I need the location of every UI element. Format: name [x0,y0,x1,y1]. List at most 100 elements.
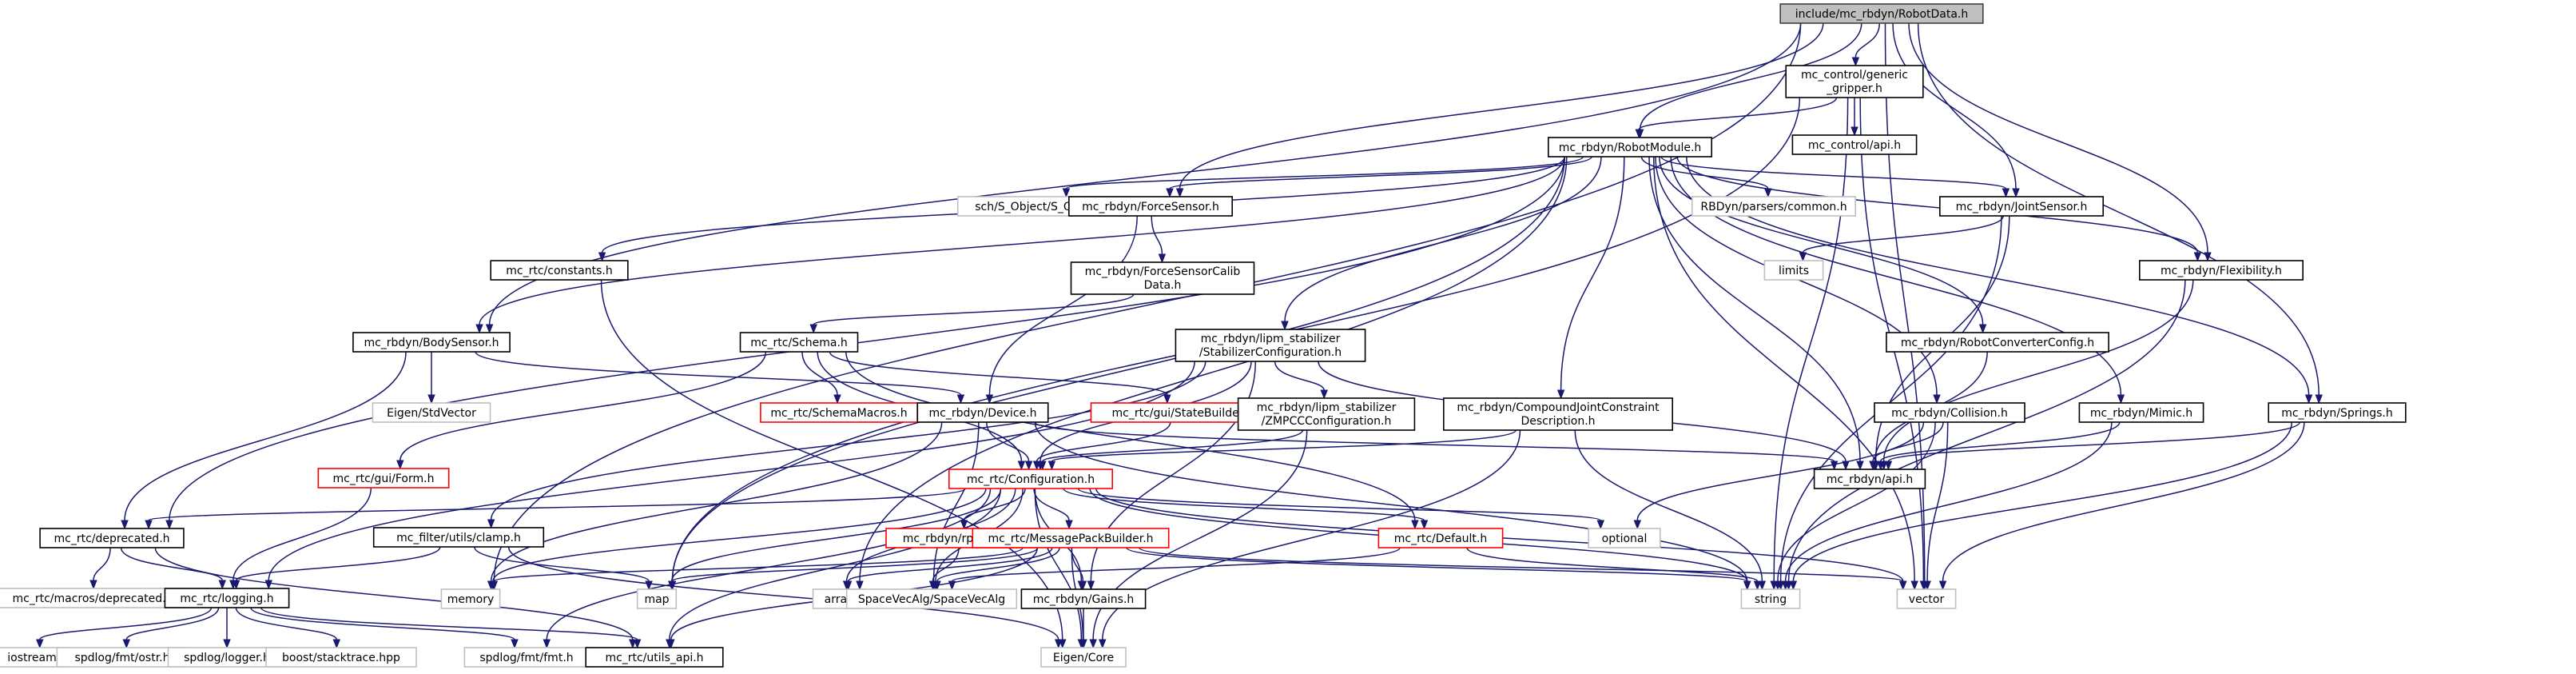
edge-line [475,351,962,396]
edge-springs-to-string [1789,421,2293,591]
node-memory: memory [440,588,501,609]
arrowhead [511,639,519,649]
node-springs[interactable]: mc_rbdyn/Springs.h [2268,402,2407,423]
node-box [636,588,678,609]
node-generic-gripper[interactable]: mc_control/generic_gripper.h [1785,65,1924,98]
edge-line [93,547,111,581]
edge-clamp-to-map [474,546,653,591]
node-configuration[interactable]: mc_rtc/Configuration.h [948,469,1114,489]
edge-line [1033,488,1070,521]
edge-generic_gripper-to-control_api [1851,98,1858,137]
edge-springs-to-rbdyn_api [1884,421,2300,471]
node-box [372,527,545,548]
edge-bodysensor-to-eigen_stdvector [427,352,435,405]
node-label: RBDyn/parsers/common.h [1700,201,1847,213]
edge-default-to-spacevecalg [948,547,1401,591]
edge-line [1784,421,2113,582]
edge-msgpack-to-map [668,547,1039,591]
node-stabconfig[interactable]: mc_rbdyn/lipm_stabilizer/StabilizerConfi… [1175,329,1366,362]
edge-line [235,546,441,581]
arrowhead [1099,639,1107,649]
node-device[interactable]: mc_rbdyn/Device.h [916,402,1049,423]
edge-logging-to-fmt_fmt [250,607,519,649]
edge-robotmodule-to-forcesensor [1166,156,1592,198]
node-rbdyn-api[interactable]: mc_rbdyn/api.h [1813,469,1926,489]
edge-line [1560,156,1625,391]
node-label: limits [1779,265,1809,277]
node-forcesensor[interactable]: mc_rbdyn/ForceSensor.h [1068,196,1234,217]
arrowhead [218,580,226,590]
edge-mimic-to-string [1781,421,2113,591]
node-form[interactable]: mc_rtc/gui/Form.h [317,468,450,489]
arrowhead [1842,461,1850,471]
node-flexibility[interactable]: mc_rbdyn/Flexibility.h [2139,260,2304,281]
edge-device-to-rbdyn_api [1034,421,1839,471]
node-collision[interactable]: mc_rbdyn/Collision.h [1874,402,2025,423]
node-box [1237,397,1416,431]
edge-clamp-to-eigen_core [507,546,1063,649]
edge-collision-to-rbdyn_api [1869,421,1944,471]
node-mimic[interactable]: mc_rbdyn/Mimic.h [2078,402,2204,423]
node-label: optional [1602,532,1648,545]
edge-line [1872,421,1944,462]
arrowhead [396,460,404,470]
node-label: mc_filter/utils/clamp.h [396,532,521,544]
node-box [1040,647,1127,668]
node-robotmodule[interactable]: mc_rbdyn/RobotModule.h [1548,137,1713,158]
arrowhead [485,324,494,334]
node-logging[interactable]: mc_rtc/logging.h [164,588,290,608]
edge-root-to-forcesensor [1175,22,1824,198]
node-label: mc_rbdyn/Flexibility.h [2161,265,2282,277]
node-constants[interactable]: mc_rtc/constants.h [490,260,629,281]
arrowhead [1758,580,1767,591]
node-msgpack[interactable]: mc_rtc/MessagePackBuilder.h [972,528,1170,548]
node-zmpcc[interactable]: mc_rbdyn/lipm_stabilizer/ZMPCCConfigurat… [1237,397,1416,431]
node-box [463,647,590,668]
edges-layer [36,22,2323,649]
node-label: Data.h [1144,279,1182,292]
edge-line [1787,279,2186,582]
edge-line [260,607,638,640]
edge-line [1466,547,1759,582]
node-gains[interactable]: mc_rbdyn/Gains.h [1020,588,1147,609]
edge-line [847,547,1053,582]
edge-line [859,156,1568,582]
edge-line [1179,22,1824,189]
node-eigen-core: Eigen/Core [1040,647,1127,668]
edge-clamp-to-logging [232,546,441,590]
arrowhead [332,639,341,649]
edge-schema-to-statebuilder [829,351,1171,405]
node-robotconverter[interactable]: mc_rbdyn/RobotConverterConfig.h [1886,332,2109,353]
edge-device-to-memory [487,421,943,591]
arrowhead [960,520,968,530]
arrowhead [956,394,965,405]
edge-springs-to-vector [1938,421,2305,591]
node-compoundjoint[interactable]: mc_rbdyn/CompoundJointConstraintDescript… [1443,397,1674,431]
node-jointsensor[interactable]: mc_rbdyn/JointSensor.h [1939,196,2105,217]
node-clamp[interactable]: mc_filter/utils/clamp.h [372,527,545,548]
edge-root-to-jointsensor [1892,22,2020,198]
edge-configuration-to-rpy_utils [960,488,1026,530]
arrowhead [1781,580,1790,591]
edge-robotmodule-to-compoundjoint [1556,156,1625,400]
arrowhead [1851,57,1860,67]
arrowhead [264,580,272,590]
node-bodysensor[interactable]: mc_rbdyn/BodySensor.h [352,332,511,353]
arrowhead [1320,389,1328,400]
edge-line [1636,421,1925,521]
edge-jointsensor-to-limits [1799,215,2004,262]
node-root[interactable]: include/mc_rbdyn/RobotData.h [1779,3,1984,24]
node-deprecated[interactable]: mc_rtc/deprecated.h [39,528,185,548]
node-utils-api[interactable]: mc_rtc/utils_api.h [585,647,724,668]
node-schema[interactable]: mc_rtc/Schema.h [739,332,859,353]
edge-line [1773,97,1849,582]
node-schemamacros[interactable]: mc_rtc/SchemaMacros.h [760,402,918,423]
node-label: mc_rbdyn/Device.h [929,407,1037,420]
edge-device-to-configuration [986,421,1033,471]
node-default[interactable]: mc_rtc/Default.h [1377,528,1504,548]
node-label: mc_rtc/SchemaMacros.h [770,407,907,420]
node-control-api[interactable]: mc_control/api.h [1791,134,1918,155]
arrowhead [1933,394,1941,405]
edge-line [1660,156,2007,189]
